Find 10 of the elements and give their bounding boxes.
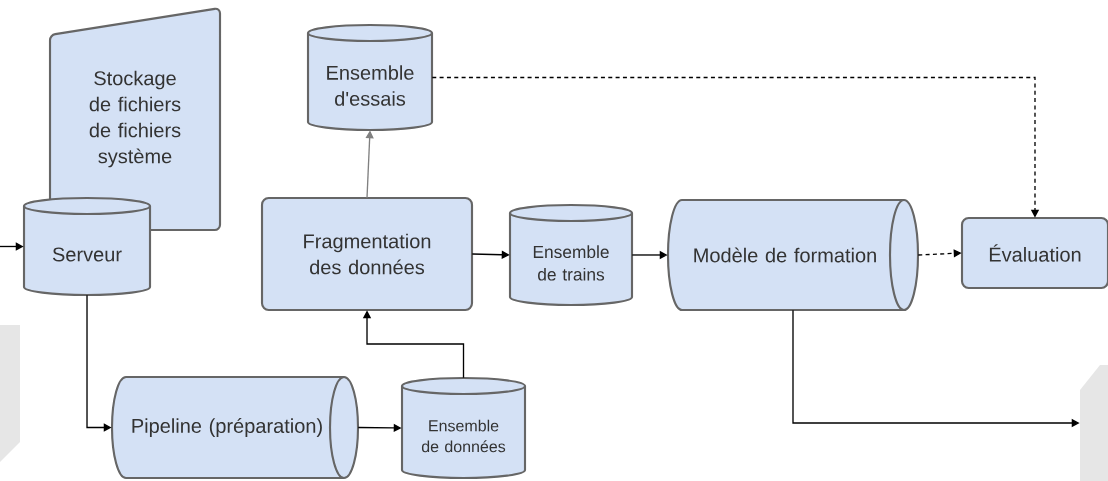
- process-box: Fragmentation des données: [260, 196, 474, 312]
- database-cylinder: Ensemble de données: [400, 376, 527, 480]
- database-cylinder: Ensemble de trains: [508, 203, 634, 307]
- process-box: Évaluation: [960, 216, 1108, 290]
- process-cylinder: Pipeline (préparation): [110, 375, 360, 480]
- partial-shape: [0, 325, 20, 462]
- process-cylinder: Modèle de formation: [666, 198, 920, 312]
- database-cylinder: Ensemble d'essais: [306, 23, 434, 132]
- partial-shape: [1080, 365, 1108, 481]
- database-cylinder: Serveur: [22, 196, 152, 297]
